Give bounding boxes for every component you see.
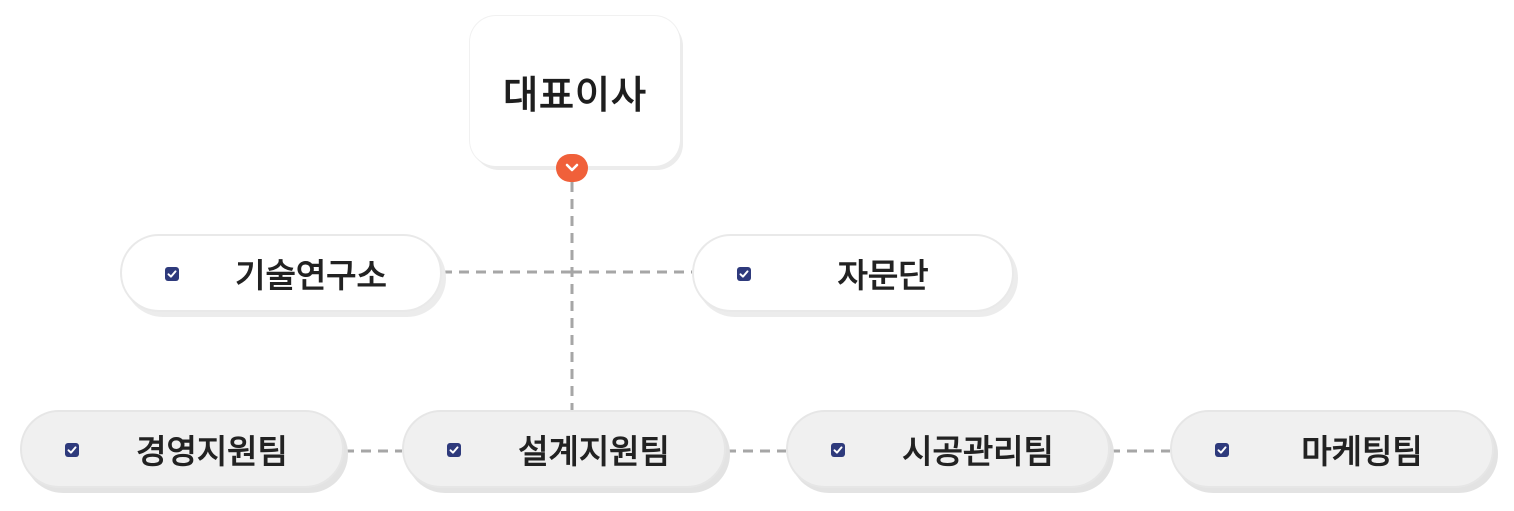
check-badge-icon xyxy=(164,266,180,282)
node-label: 자문단 xyxy=(837,256,929,295)
node-construction-management-team[interactable]: 시공관리팀 xyxy=(786,410,1110,488)
node-management-support-team[interactable]: 경영지원팀 xyxy=(20,410,344,488)
node-advisory-group[interactable]: 자문단 xyxy=(692,234,1014,312)
node-label: 시공관리팀 xyxy=(902,432,1054,471)
check-badge-icon xyxy=(736,266,752,282)
check-badge-icon xyxy=(830,442,846,458)
node-label: 경영지원팀 xyxy=(136,432,288,471)
ceo-node[interactable]: 대표이사 xyxy=(470,16,680,166)
node-label: 마케팅팀 xyxy=(1301,432,1423,471)
chevron-down-icon xyxy=(565,163,579,172)
expand-toggle-button[interactable] xyxy=(556,154,588,182)
check-badge-icon xyxy=(446,442,462,458)
check-badge-icon xyxy=(64,442,80,458)
ceo-label: 대표이사 xyxy=(503,72,647,117)
node-research-lab[interactable]: 기술연구소 xyxy=(120,234,442,312)
node-label: 기술연구소 xyxy=(235,256,387,295)
node-label: 설계지원팀 xyxy=(518,432,670,471)
check-badge-icon xyxy=(1214,442,1230,458)
node-design-support-team[interactable]: 설계지원팀 xyxy=(402,410,726,488)
node-marketing-team[interactable]: 마케팅팀 xyxy=(1170,410,1494,488)
